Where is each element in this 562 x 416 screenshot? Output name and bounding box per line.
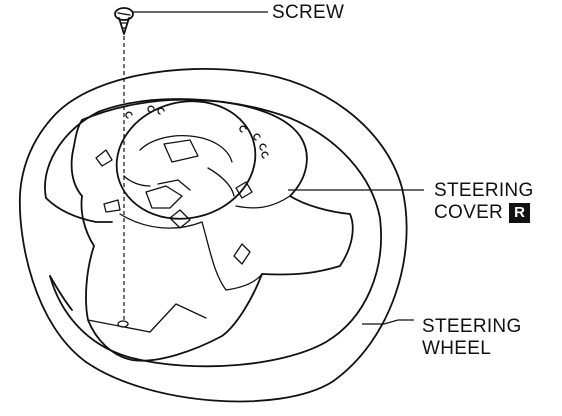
steering-cover [45,98,354,362]
steering-cover-label-line1: STEERING [434,180,534,201]
replace-badge: R [509,203,531,223]
steering-wheel-label-line2: WHEEL [422,338,492,359]
steering-wheel-label-line1: STEERING [422,316,522,337]
steering-wheel-rim [18,68,408,403]
steering-wheel-label: STEERING WHEEL [422,316,522,360]
steering-cover-label-text: COVER [434,202,504,223]
screw [114,7,134,320]
screw-label: SCREW [272,2,345,23]
steering-wheel-leader-line [362,319,414,325]
